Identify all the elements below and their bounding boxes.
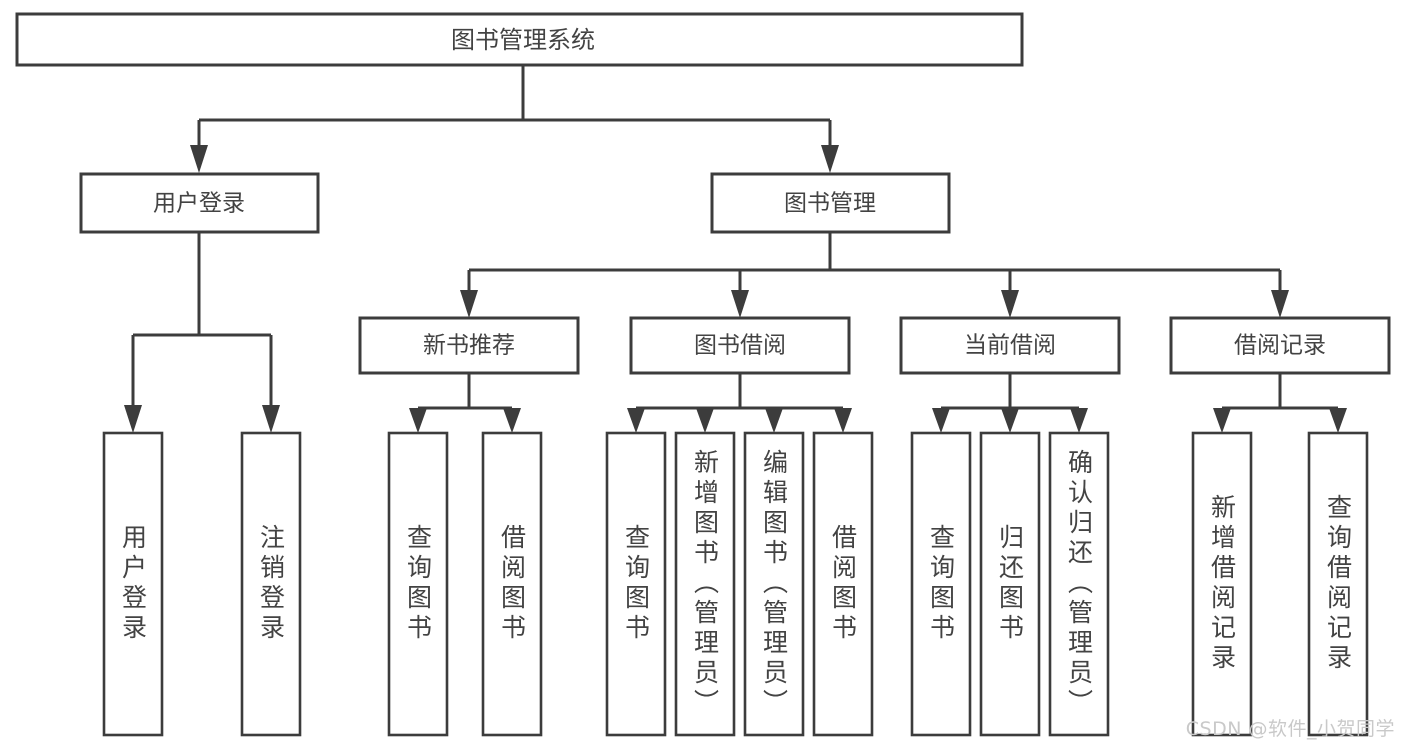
connector-group-borrow-record-to-leaves [1213,373,1347,433]
arrow-head-leaf-borrow-book-a [503,408,521,433]
connector-group-book-borrow-to-leaves [627,373,852,433]
arrow-head-leaf-add-record [1213,408,1231,433]
arrow-head-book-borrow [731,290,749,318]
arrow-head-leaf-query-book-c [932,408,950,433]
node-borrow-record-box[interactable] [1169,316,1391,375]
node-new-book-recommend-box[interactable] [358,316,580,375]
arrow-head-leaf-return-book [1001,408,1019,433]
connector-group-book-mgmt-to-level3 [460,232,1289,318]
arrow-head-leaf-query-book-b [627,408,645,433]
leaf-box-return-book[interactable] [979,431,1041,737]
node-current-borrow-box[interactable] [899,316,1121,375]
node-root-box[interactable] [15,12,1024,67]
arrow-head-leaf-query-record [1329,408,1347,433]
connector-group-current-borrow-to-leaves [932,373,1088,433]
node-book-borrow[interactable]: 图书借阅 [629,316,851,375]
leaf-box-borrow-book-b[interactable] [812,431,874,737]
csdn-watermark: CSDN @软件_小贺同学 [1185,718,1395,740]
node-book-borrow-label: 图书借阅 [694,333,786,359]
leaf-box-edit-book[interactable] [743,431,805,737]
leaf-box-add-book[interactable] [674,431,736,737]
node-borrow-record-label: 借阅记录 [1234,333,1326,359]
leaf-box-query-book-a[interactable] [387,431,449,737]
node-root-system[interactable]: 图书管理系统 [15,12,1024,67]
connector-group-root-to-level2 [190,66,839,173]
arrow-head-leaf-query-book-a [409,408,427,433]
arrow-head-leaf-borrow-book-b [834,408,852,433]
connector-group-new-book-to-leaves [409,373,521,433]
node-current-borrow[interactable]: 当前借阅 [899,316,1121,375]
arrow-head-leaf-user-login [124,405,142,433]
node-book-management-label: 图书管理 [784,191,876,217]
node-current-borrow-label: 当前借阅 [964,333,1056,359]
node-book-management[interactable]: 图书管理 [710,172,951,234]
leaf-box-borrow-book-a[interactable] [481,431,543,737]
leaf-box-user-login[interactable] [102,431,164,737]
node-book-management-box[interactable] [710,172,951,234]
node-new-book-recommend-label: 新书推荐 [423,333,515,359]
node-borrow-record[interactable]: 借阅记录 [1169,316,1391,375]
connector-group-user-login-to-leaves [124,232,280,433]
node-user-login-box[interactable] [79,172,320,234]
arrow-head-leaf-edit-book [765,408,783,433]
arrow-head-current-borrow [1001,290,1019,318]
leaf-box-confirm-return[interactable] [1048,431,1110,737]
arrow-head-leaf-logout [262,405,280,433]
node-user-login-label: 用户登录 [153,191,245,217]
leaf-box-query-book-b[interactable] [605,431,667,737]
arrow-head-new-book-recommend [460,290,478,318]
node-root-label: 图书管理系统 [451,26,595,54]
node-user-login[interactable]: 用户登录 [79,172,320,234]
arrow-head-user-login [190,145,208,173]
arrow-head-book-mgmt [821,145,839,173]
node-new-book-recommend[interactable]: 新书推荐 [358,316,580,375]
leaf-box-query-record[interactable] [1307,431,1369,737]
leaf-box-query-book-c[interactable] [910,431,972,737]
leaf-box-logout[interactable] [240,431,302,737]
arrow-head-leaf-confirm-return [1070,408,1088,433]
leaf-box-add-record[interactable] [1191,431,1253,737]
node-book-borrow-box[interactable] [629,316,851,375]
arrow-head-borrow-record [1271,290,1289,318]
arrow-head-leaf-add-book [696,408,714,433]
